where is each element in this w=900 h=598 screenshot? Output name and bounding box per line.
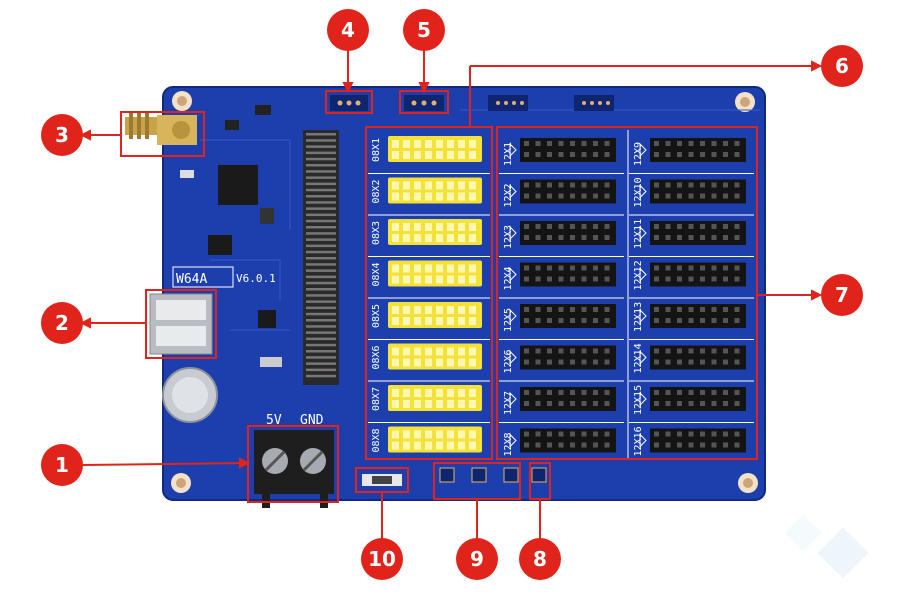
hub08-port-label: 08X2 [371,179,382,203]
svg-text:5: 5 [417,18,431,42]
hub12-port-label: 12X12 [633,260,644,290]
svg-text:4: 4 [341,18,355,42]
hub12-port-label: 12X4 [503,266,514,290]
hub12-port: 12X4 [499,262,624,299]
hub12-port: 12X9 [629,138,754,174]
svg-text:9: 9 [470,547,484,571]
version-label: V6.0.1 [236,272,276,285]
fpc-connector-strip [303,130,339,385]
callout-5: 5 [403,9,445,51]
svg-text:6: 6 [835,54,849,78]
hub08-port: 08X3 [368,219,490,257]
hub12-port-label: 12X1 [503,142,514,166]
power-gnd-label: GND [300,413,324,428]
coin-battery [162,367,218,423]
hub08-port-label: 08X3 [371,221,382,245]
callout-1: 1 [41,444,83,486]
svg-text:8: 8 [533,547,547,571]
callout-4: 4 [327,9,369,51]
hub12-port-label: 12X14 [633,343,644,373]
hub12-port-label: 12X8 [503,432,514,456]
model-label: W64A [176,272,207,287]
hub08-port-label: 08X8 [371,428,382,452]
top-headers [330,95,614,111]
hub12-port-label: 12X9 [633,142,644,166]
callout-badges: 1 2 3 4 5 6 7 8 [41,9,863,580]
hub12-ports-right: 12X9 12X10 12X11 12X12 12X13 12X14 12X15 12X16 [629,138,754,457]
hub12-port: 12X10 [629,177,754,216]
svg-text:1: 1 [55,453,69,477]
hub08-port-label: 08X5 [371,304,382,328]
svg-text:3: 3 [55,123,69,147]
mounting-holes [171,91,758,493]
bottom-components [362,467,547,486]
usb-port [149,293,213,355]
power-terminal [254,430,334,508]
callout-9: 9 [456,538,498,580]
hub12-port: 12X6 [499,345,624,382]
callout-8: 8 [519,538,561,580]
callout-7: 7 [821,274,863,316]
antenna-connector [125,113,197,145]
hub12-port-label: 12X15 [633,385,644,415]
hub08-port-label: 08X6 [371,345,382,369]
svg-text:7: 7 [835,283,849,307]
hub12-port-label: 12X3 [503,225,514,249]
hub12-port: 12X1 [499,138,624,174]
hub12-port-label: 12X7 [503,391,514,415]
svg-text:2: 2 [55,311,69,335]
chips [180,105,282,367]
hub12-port: 12X14 [629,343,754,382]
hub12-port-label: 12X11 [633,219,644,249]
callout-leaders [79,50,823,540]
hub08-ports: 08X1 08X2 08X3 08X4 08X5 08X6 08X7 08X8 [368,136,490,453]
background-decor [784,514,869,579]
hub12-port: 12X7 [499,387,624,423]
model-label-box [172,266,234,288]
hub12-port: 12X13 [629,302,754,340]
hub08-port: 08X6 [368,343,490,382]
hub12-port: 12X2 [499,179,624,216]
hub08-port: 08X2 [368,177,490,216]
hub12-port: 12X11 [629,219,754,257]
hub12-port: 12X12 [629,260,754,299]
hub12-port: 12X5 [499,304,624,340]
hub12-port: 12X15 [629,385,754,423]
hub08-port: 08X8 [371,426,482,453]
callout-6: 6 [821,45,863,87]
callout-3: 3 [41,114,83,156]
hub08-port: 08X7 [368,385,490,423]
power-5v-label: 5V [266,413,282,428]
hub12-port: 12X3 [499,221,624,257]
hub12-port-label: 12X10 [633,177,644,207]
hub12-port-label: 12X16 [633,426,644,456]
hub08-port: 08X5 [368,302,490,340]
hub08-port-label: 08X1 [371,138,382,162]
hub08-port: 08X4 [368,260,490,299]
hub12-port: 12X16 [633,426,746,457]
hub12-port-label: 12X5 [503,308,514,332]
hub08-port-label: 08X7 [371,387,382,411]
hub12-port-label: 12X13 [633,302,644,332]
hub08-port-label: 08X4 [371,262,382,286]
svg-text:10: 10 [368,547,396,571]
hub12-ports-left: 12X1 12X2 12X3 12X4 12X5 12X6 12X7 12X8 [499,138,624,457]
callout-10: 10 [361,538,403,580]
callout-2: 2 [41,302,83,344]
hub12-port-label: 12X6 [503,349,514,373]
hub12-port-label: 12X2 [503,183,514,207]
hub12-port: 12X8 [503,428,616,457]
hub08-port: 08X1 [368,136,490,174]
